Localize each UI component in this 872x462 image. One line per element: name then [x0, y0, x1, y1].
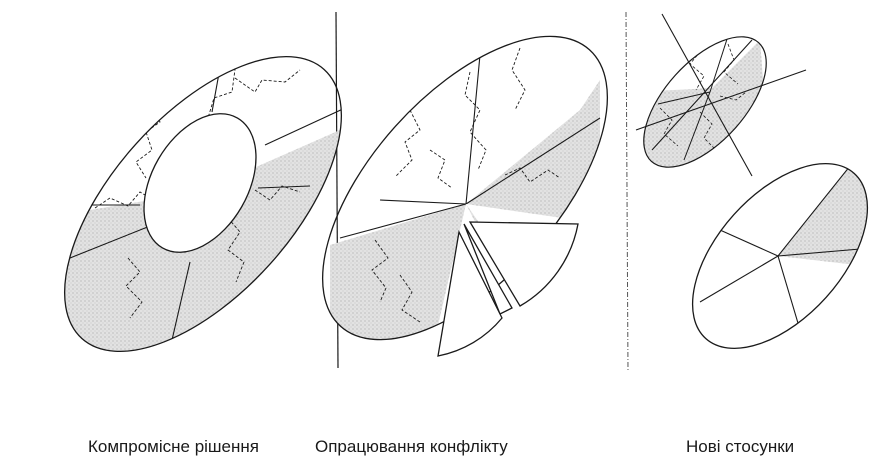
divider-right [626, 12, 628, 372]
caption-conflict-processing: Опрацювання конфлікту [315, 437, 508, 457]
conflict-disk [271, 0, 658, 388]
old-relations-disk [622, 14, 806, 188]
caption-new-relations: Нові стосунки [686, 437, 794, 457]
new-relations-disk [660, 132, 872, 380]
caption-compromise: Компромісне рішення [88, 437, 259, 457]
compromise-ring [15, 9, 391, 420]
